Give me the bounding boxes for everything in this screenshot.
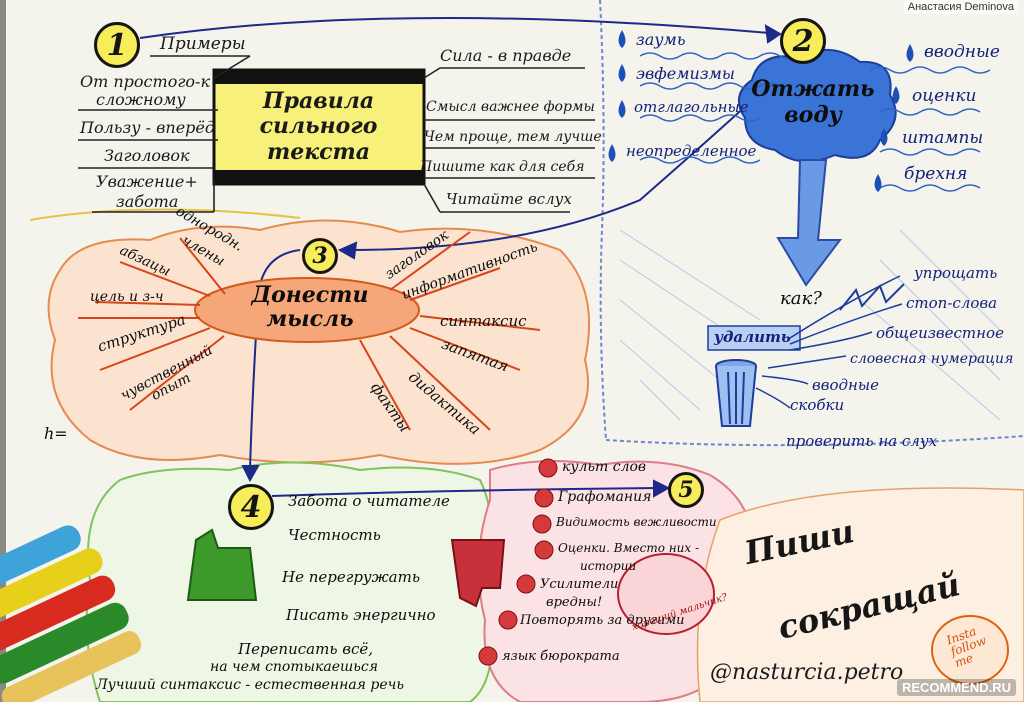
waves [639,52,991,192]
fan-lines [755,275,903,409]
ellipse-title-line: мысль [266,306,354,333]
title-line: текста [266,138,371,165]
s2-list-item: скобки [790,396,845,414]
number-5: 5 [668,472,704,508]
s1-left-item: сложному [96,90,186,109]
s3-right-item: синтаксис [440,312,527,330]
h-label: h= [44,424,68,443]
s1-left-item: Пользу - вперёд [80,118,216,137]
watermark-bottom: RECOMMEND.RU [896,679,1016,696]
s2-left-item: неопределенное [626,142,757,160]
s1-right-item: Чем проще, тем лучше [424,129,602,145]
number-2: 2 [780,18,826,64]
s3-left-item: цель и з-ч [90,289,164,305]
signature: @nasturcia.petro [710,660,904,685]
s5-item: язык бюрократа [502,649,620,664]
cloud-title-line: Отжать [751,76,875,102]
s4-item: Писать энергично [286,606,436,624]
s5-item: Графомания [558,489,652,505]
s2-list-item: проверить на слух [786,432,938,450]
markers [0,525,142,702]
s4-item: Забота о читателе [288,492,450,510]
cloud-title: Отжать воду [738,76,888,129]
s1-left-item: Заголовок [104,146,190,165]
divider-horizontal [605,435,1024,447]
s1-right-item: Читайте вслух [446,190,572,208]
s1-right-item: Смысл важнее формы [426,99,595,115]
drops [608,30,914,192]
number-3: 3 [302,238,338,274]
title-line: Правила [262,88,375,115]
watermark-top: Анастасия Deminova [903,0,1018,14]
s4-item: Лучший синтаксис - естественная речь [96,677,404,693]
s2-left-item: отглагольные [634,98,749,116]
s4-item: Не перегружать [282,568,421,586]
s2-right-item: оценки [912,86,977,106]
blue-scribble [619,229,1001,421]
s5-item: культ слов [562,459,647,475]
rays [78,231,541,431]
cloud-title-line: воду [784,102,842,129]
delete-label: удалить [714,328,791,346]
s2-left-item: эвфемизмы [636,64,735,83]
s5-item: Повторять за другими [520,613,685,628]
s5-item: Усилители [540,577,619,592]
s2-right-item: штампы [902,128,984,148]
insta-bubble [931,615,1009,685]
s1-left-item: Уважение+ [96,172,198,191]
s5-item: Видимость вежливости [556,515,717,529]
s4-item: на чем спотыкаешься [210,659,379,675]
minus-bullets [478,458,558,666]
zigzag [839,283,905,311]
how-label: как? [780,288,822,309]
s1-left-item: Примеры [160,34,246,54]
s2-list-item: вводные [812,376,879,394]
idea-ellipse [194,277,420,343]
down-arrow [776,159,843,287]
thumb-down-icon [450,539,506,608]
ellipse-title: Донести мысль [200,282,420,333]
s2-left-item: заумь [636,30,686,49]
title-box-frame [212,68,426,186]
s2-list-item: упрощать [914,264,998,282]
divider-vertical [599,0,607,441]
section1-lines [78,55,595,213]
s4-item: Переписать всё, [238,640,374,658]
s2-list-item: словесная нумерация [850,351,1014,367]
thumb-up-icon [186,528,258,601]
title-box: Правила сильного текста [216,72,421,182]
s1-right-item: Сила - в правде [440,46,572,65]
number-1: 1 [94,22,140,68]
s5-item: вредны! [546,595,603,610]
title-line: сильного [259,113,378,140]
trash-can [715,359,757,427]
s2-right-item: брехня [904,164,968,184]
s1-left-item: От простого-к [80,72,210,91]
delete-box [707,325,801,351]
s1-left-item: забота [116,192,179,211]
number-4: 4 [228,484,274,530]
s2-list-item: общеизвестное [876,324,1004,342]
s2-list-item: стоп-слова [906,294,998,312]
yellow-zone-edge [29,208,301,221]
speech-bubble [617,553,715,635]
s1-right-item: Пишите как для себя [420,159,585,175]
ellipse-title-line: Донести [251,282,369,308]
s5-item: истории [580,559,637,573]
s2-right-item: вводные [924,42,1000,62]
s5-item: Оценки. Вместо них - [558,541,700,555]
s4-item: Честность [288,526,381,544]
